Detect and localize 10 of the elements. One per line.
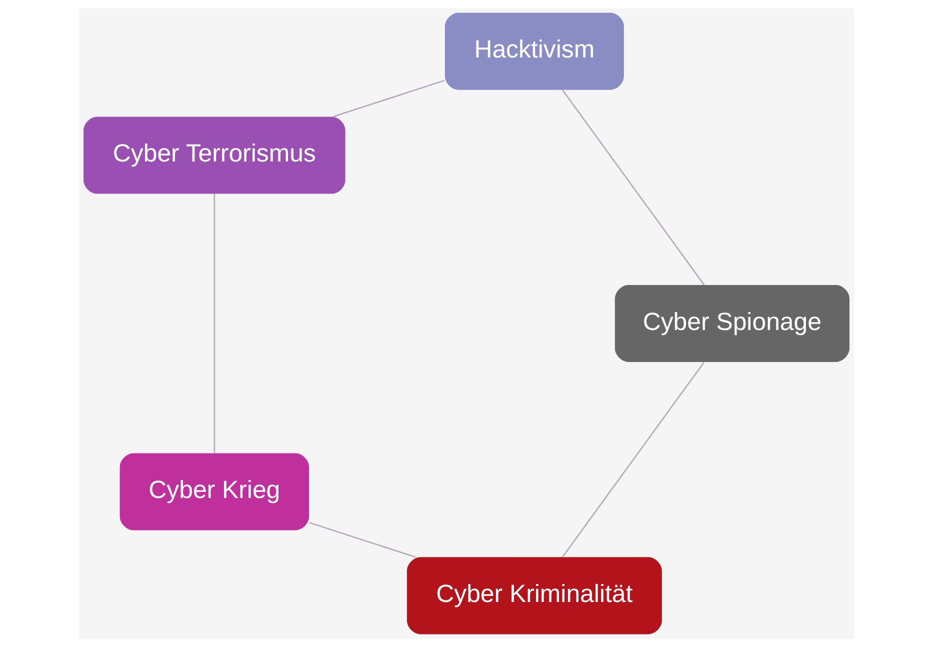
connector xyxy=(332,80,445,118)
node-box: Cyber Krieg xyxy=(120,453,310,530)
node-box: Hacktivism xyxy=(444,12,624,90)
connector xyxy=(214,194,216,454)
node-box: Cyber Spionage xyxy=(614,284,850,362)
node-box: Cyber Terrorismus xyxy=(84,116,346,194)
connector xyxy=(309,522,416,558)
connector xyxy=(562,90,705,286)
node-box: Cyber Kriminalität xyxy=(406,557,662,634)
connector xyxy=(562,362,705,558)
